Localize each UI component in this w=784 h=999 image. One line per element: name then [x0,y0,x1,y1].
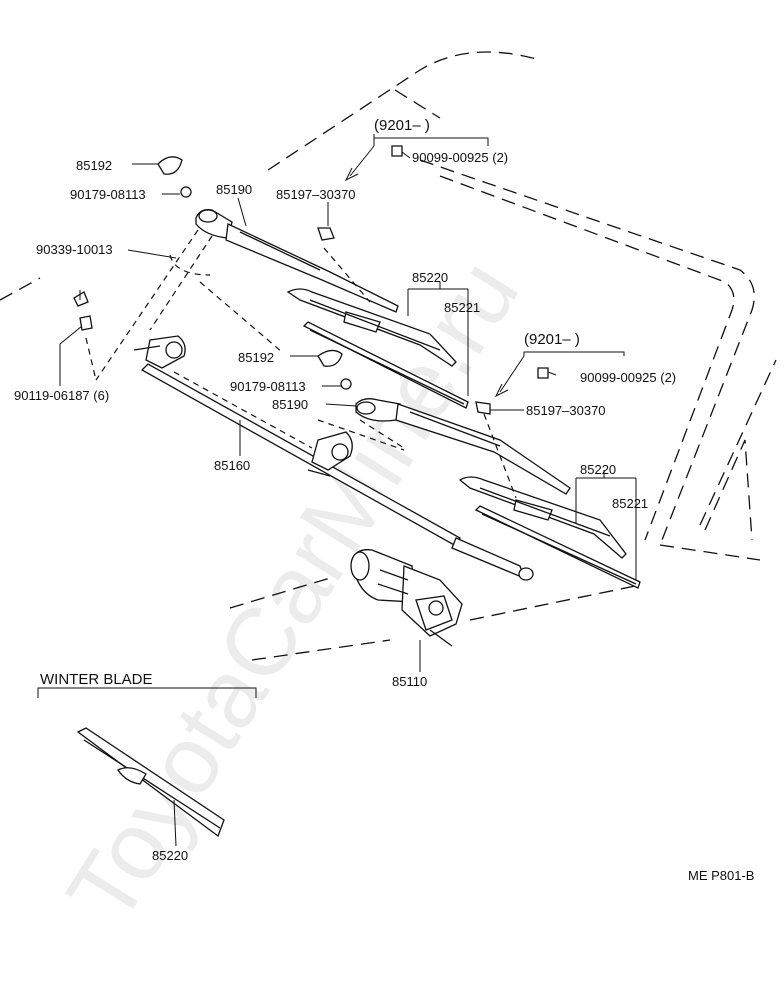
group-top: (9201– ) [344,117,489,182]
nut-90339 [73,291,89,307]
blade-rubber-left [302,321,469,409]
nozzle-85197-a [317,227,335,241]
label-85190-a: 85190 [216,182,252,197]
screw-90099-b [537,367,549,379]
label-85221-b: 85221 [612,496,648,511]
leader-lines [37,151,637,847]
label-85197-b: 85197–30370 [526,403,606,418]
watermark: ToyotaCarMine.ru [47,242,539,941]
label-85192-a: 85192 [76,158,112,173]
label-85197-a: 85197–30370 [276,187,356,202]
label-85110: 85110 [392,674,427,689]
part-labels: 85192 90179-08113 85190 85197–30370 9009… [14,150,754,883]
nut-90179-a [180,186,192,198]
label-85220-c: 85220 [152,848,188,863]
wiper-arm-left [195,209,399,313]
label-85221-a: 85221 [444,300,480,315]
label-90099-b: 90099-00925 (2) [580,370,676,385]
group-top-label: (9201– ) [374,117,430,134]
label-85220-a: 85220 [412,270,448,285]
group-right: (9201– ) [494,331,625,398]
nut-90179-b [340,378,352,390]
label-90179-a: 90179-08113 [70,187,146,202]
blade-left [286,288,457,367]
small-parts [73,145,549,415]
blade-right [458,476,627,559]
cap-85192-a [157,156,183,175]
label-85160: 85160 [214,458,250,473]
blade-rubber-right [474,505,641,589]
label-90119: 90119-06187 (6) [14,388,109,403]
cap-85192-b [317,349,343,367]
group-right-label: (9201– ) [524,331,580,348]
dashed-leaders [85,229,517,499]
winter-blade-heading: WINTER BLADE [40,671,153,688]
label-85192-b: 85192 [238,350,274,365]
windshield-outline [0,51,777,661]
winter-blade [76,727,225,838]
label-90179-b: 90179-08113 [230,379,306,394]
label-90099-a: 90099-00925 (2) [412,150,508,165]
screw-90099-a [391,145,403,157]
wiper-motor [350,549,463,647]
wiper-arm-right [355,398,571,495]
diagram-code: ME P801-B [688,868,754,883]
wiper-linkage [133,335,534,581]
label-90339: 90339-10013 [36,242,113,257]
label-85190-b: 85190 [272,397,308,412]
nozzle-85197-b [475,401,491,415]
bolt-90119 [79,315,93,331]
label-85220-b: 85220 [580,462,616,477]
